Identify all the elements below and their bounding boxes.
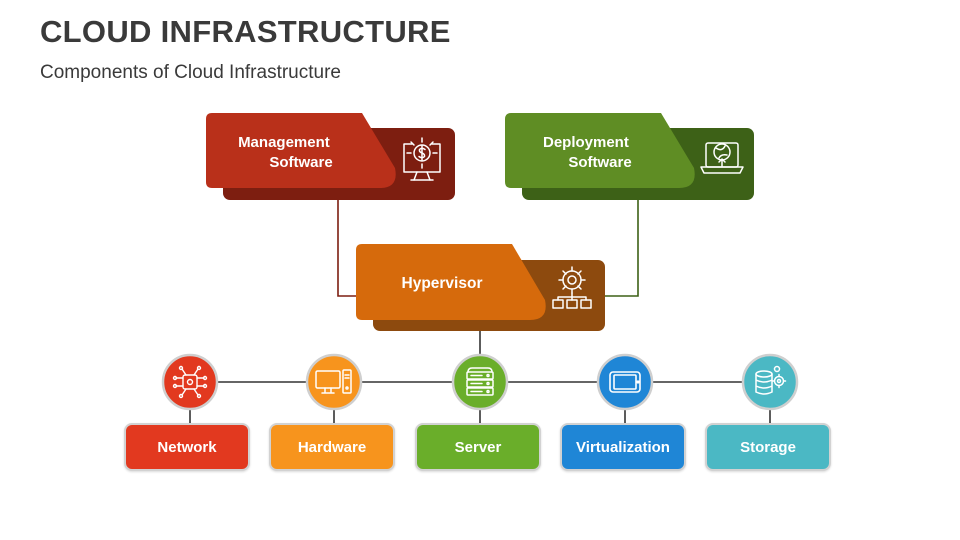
desktop-computer-icon <box>315 369 352 394</box>
component-node-storage <box>741 353 799 411</box>
storage-box: Storage <box>705 423 831 471</box>
hypervisor-front-panel <box>356 244 546 320</box>
deployment-software-box: Deployment Software <box>505 113 754 200</box>
svg-text:Deployment Software: Deployment Software <box>543 134 633 171</box>
virtualization-label: Virtualization <box>576 438 670 456</box>
connector-deployment-hypervisor <box>604 200 639 297</box>
hardware-label: Hardware <box>297 438 367 456</box>
component-node-virtualization <box>596 353 654 411</box>
server-rack-icon <box>466 367 494 396</box>
deployment-front-panel <box>505 113 695 188</box>
network-label: Network <box>157 438 217 456</box>
tablet-icon <box>609 371 641 393</box>
component-node-hardware <box>305 353 363 411</box>
network-box: Network <box>124 423 250 471</box>
svg-text:Management Software: Management Software <box>238 134 334 171</box>
management-front-panel <box>206 113 396 188</box>
hypervisor-box: Hypervisor <box>356 244 605 331</box>
database-gear-icon <box>755 365 787 395</box>
management-software-box: Management Software <box>206 113 455 200</box>
connector-circle-box-lines <box>189 408 771 424</box>
management-label-line2: Software <box>269 154 332 171</box>
virtualization-box: Virtualization <box>560 423 686 471</box>
server-label: Server <box>454 438 502 456</box>
page-subtitle: Components of Cloud Infrastructure <box>40 62 341 83</box>
laptop-globe-upload-icon <box>700 142 744 174</box>
network-chip-icon <box>172 365 208 399</box>
monitor-dollar-gear-icon <box>403 137 441 181</box>
page-title: CLOUD INFRASTRUCTURE <box>40 14 451 49</box>
component-node-network <box>161 353 219 411</box>
component-node-server <box>451 353 509 411</box>
deployment-label-line1: Deployment <box>543 134 629 151</box>
server-box: Server <box>415 423 541 471</box>
hypervisor-label: Hypervisor <box>402 275 483 292</box>
gear-network-icon <box>552 266 592 309</box>
deployment-label-line2: Software <box>568 154 631 171</box>
storage-label: Storage <box>740 438 796 456</box>
hardware-box: Hardware <box>269 423 395 471</box>
management-label-line1: Management <box>238 134 330 151</box>
connector-management-hypervisor <box>337 200 358 297</box>
